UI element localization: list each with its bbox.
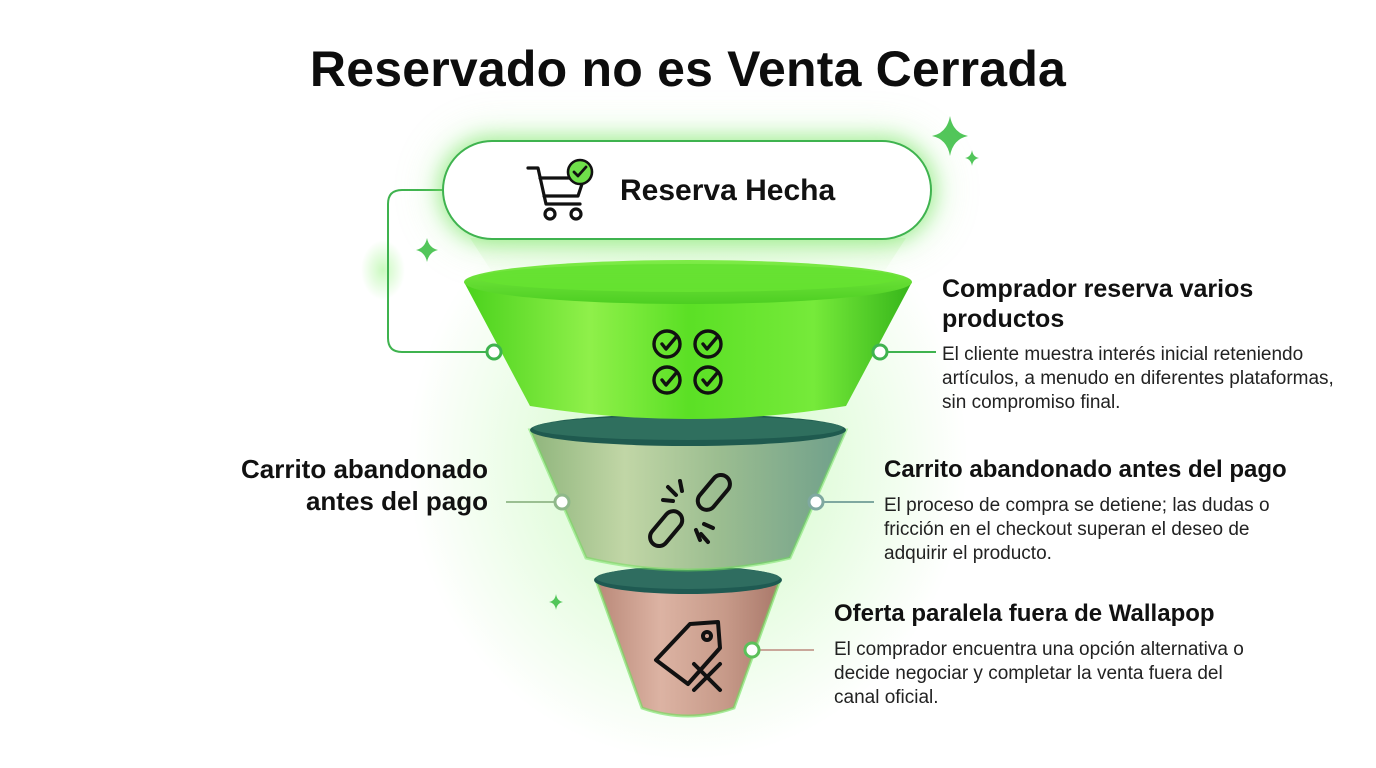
- connector-line-left: [387, 189, 494, 353]
- shopping-cart-check-icon: [526, 158, 594, 221]
- sparkle-icons: [416, 116, 979, 610]
- multiple-checkmarks-icon: [652, 329, 723, 395]
- stage-3-description: El comprador encuentra una opción altern…: [834, 639, 1244, 708]
- top-pill-reserva-hecha: Reserva Hecha: [442, 140, 932, 240]
- stage-1-title: Comprador reserva varios productos: [942, 275, 1254, 333]
- broken-link-icon: [648, 472, 732, 549]
- stage-2-description: El proceso de compra se detiene; las dud…: [884, 495, 1270, 564]
- price-tag-cross-icon: [654, 620, 722, 692]
- funnel-stage-3: [593, 566, 783, 718]
- funnel-stage-2: [527, 414, 849, 572]
- stage-2-left-label: Carrito abandonado antes del pago: [240, 454, 488, 516]
- stage-2-title: Carrito abandonado antes del pago: [884, 456, 1287, 483]
- stage-3-title: Oferta paralela fuera de Wallapop: [834, 600, 1215, 627]
- stage-1-description: El cliente muestra interés inicial reten…: [942, 344, 1334, 413]
- funnel-stage-1: [464, 260, 912, 419]
- connector-dots: [485, 343, 936, 659]
- pill-label: Reserva Hecha: [620, 174, 836, 207]
- side-glow: [361, 240, 405, 300]
- page-title: Reservado no es Venta Cerrada: [309, 41, 1067, 97]
